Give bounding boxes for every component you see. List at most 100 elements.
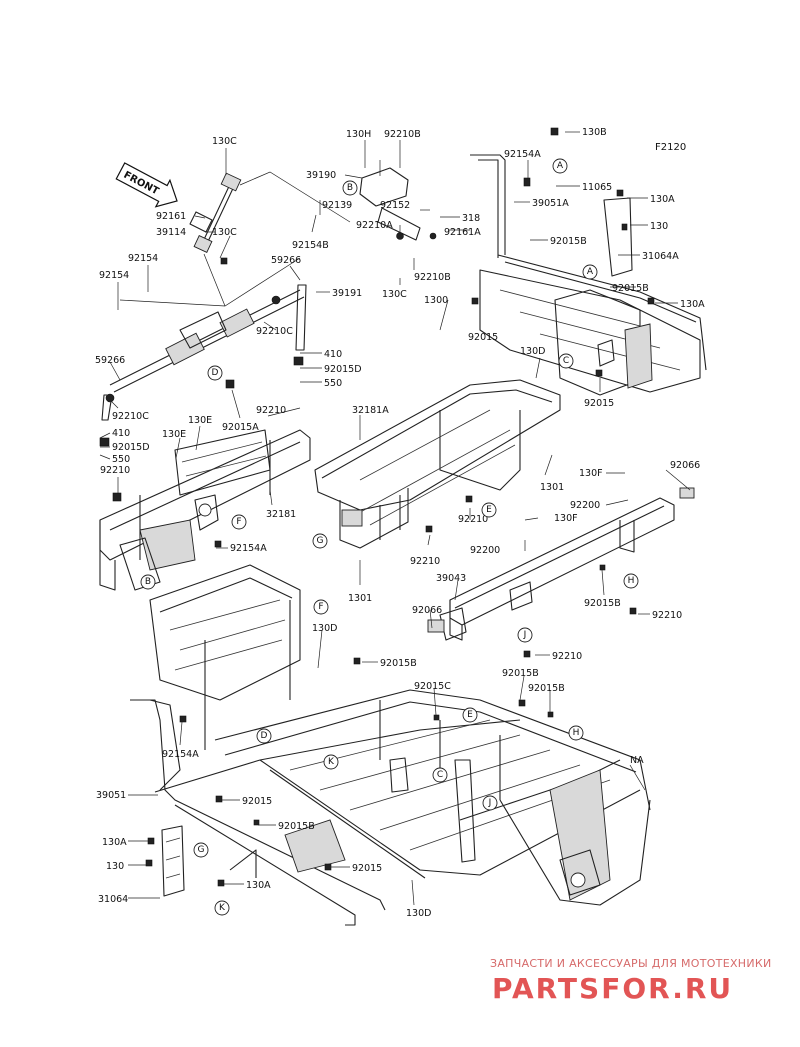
ref-marker: D <box>256 728 272 744</box>
part-label: 410 <box>324 349 342 360</box>
part-label: 92139 <box>322 200 352 211</box>
ref-marker: D <box>207 365 223 381</box>
ref-marker: E <box>481 502 497 518</box>
bolts <box>99 127 655 887</box>
part-label: 92210 <box>552 651 582 662</box>
part-label: 92154A <box>230 543 267 554</box>
svg-text:K: K <box>219 903 226 913</box>
main-frame <box>130 564 651 926</box>
upper-bracket <box>359 160 437 241</box>
ref-marker: C <box>558 353 574 369</box>
svg-text:D: D <box>212 368 219 378</box>
ref-marker: B <box>342 180 358 196</box>
part-label: 1300 <box>424 295 448 306</box>
part-label: 130C <box>212 136 237 147</box>
leader-lines <box>99 131 691 906</box>
watermark-brand: PARTSFOR.RU <box>492 972 733 1005</box>
part-label: 1301 <box>540 482 564 493</box>
part-label: 130A <box>650 194 675 205</box>
part-label: 92015D <box>112 442 150 453</box>
part-label: 92161 <box>156 211 186 222</box>
steering-rack <box>101 257 307 421</box>
part-label: 92015A <box>222 422 259 433</box>
part-label: 59266 <box>95 355 125 366</box>
svg-text:J: J <box>523 630 527 640</box>
part-label: 92015B <box>502 668 539 679</box>
ref-marker: H <box>623 573 639 589</box>
ref-marker: G <box>193 842 209 858</box>
part-label: 130H <box>346 129 371 140</box>
part-label: 92015C <box>414 681 451 692</box>
figure-code: F2120 <box>655 142 686 153</box>
part-label: 130F <box>554 513 578 524</box>
part-label: 130D <box>312 623 337 634</box>
part-label: 92154B <box>292 240 329 251</box>
part-label: 92210C <box>256 326 293 337</box>
part-label: 92066 <box>670 460 700 471</box>
ref-marker: B <box>140 574 156 590</box>
part-label: 32181A <box>352 405 389 416</box>
part-label: 410 <box>112 428 130 439</box>
part-label: 92210C <box>112 411 149 422</box>
part-labels: 130C 130H 92210B 130B 92154A 11065 39190… <box>95 127 705 919</box>
part-label: 1301 <box>348 593 372 604</box>
svg-text:A: A <box>557 161 564 171</box>
watermark: ЗАПЧАСТИ И АКСЕССУАРЫ ДЛЯ МОТОТЕХНИКИ PA… <box>490 957 772 1005</box>
steering-column <box>189 171 351 307</box>
part-label: 59266 <box>271 255 301 266</box>
part-label: 92066 <box>412 605 442 616</box>
svg-text:K: K <box>328 757 335 767</box>
part-label: 92154 <box>99 270 129 281</box>
svg-text:E: E <box>486 505 492 515</box>
part-label: 550 <box>324 378 342 389</box>
part-label: 31064A <box>642 251 679 262</box>
part-label: 92200 <box>470 545 500 556</box>
svg-text:G: G <box>317 536 324 546</box>
part-label: 32181 <box>266 509 296 520</box>
side-mount-bracket <box>161 825 185 897</box>
part-label: 39051A <box>532 198 569 209</box>
front-section <box>99 429 311 591</box>
part-label: 92152 <box>380 200 410 211</box>
svg-text:B: B <box>145 577 151 587</box>
part-label: 130B <box>582 127 607 138</box>
part-label: 11065 <box>582 182 612 193</box>
part-label: 39043 <box>436 573 466 584</box>
part-label: 92210 <box>458 514 488 525</box>
part-label: 130A <box>102 837 127 848</box>
part-label: 92015 <box>584 398 614 409</box>
part-label: 130E <box>162 429 186 440</box>
part-label: 92161A <box>444 227 481 238</box>
part-label: 92015B <box>380 658 417 669</box>
ref-marker: A <box>552 158 568 174</box>
ref-marker: E <box>462 707 478 723</box>
ref-marker: F <box>231 514 247 530</box>
rear-upper-frame <box>470 154 707 396</box>
part-label: 130 <box>106 861 124 872</box>
part-label: 130D <box>520 346 545 357</box>
part-label: 318 <box>462 213 480 224</box>
svg-text:C: C <box>437 770 443 780</box>
part-label: 92200 <box>570 500 600 511</box>
part-label: 92154 <box>128 253 158 264</box>
part-label: 39190 <box>306 170 336 181</box>
part-label: 92015D <box>324 364 362 375</box>
part-label: 92015 <box>242 796 272 807</box>
part-label: 92210B <box>414 272 451 283</box>
svg-text:E: E <box>467 710 473 720</box>
part-label: NA <box>630 755 644 766</box>
svg-text:C: C <box>563 356 569 366</box>
part-label: 31064 <box>98 894 128 905</box>
svg-text:F: F <box>318 602 323 612</box>
svg-text:F: F <box>236 517 241 527</box>
part-label: 130 <box>650 221 668 232</box>
part-label: 92015 <box>468 332 498 343</box>
front-arrow-icon: FRONT <box>115 162 178 208</box>
part-label: 130D <box>406 908 431 919</box>
part-label: 92154A <box>162 749 199 760</box>
ref-marker: C <box>432 767 448 783</box>
part-label: 92015B <box>278 821 315 832</box>
roll-cage-section <box>314 379 561 549</box>
watermark-subtitle: ЗАПЧАСТИ И АКСЕССУАРЫ ДЛЯ МОТОТЕХНИКИ <box>490 957 772 970</box>
